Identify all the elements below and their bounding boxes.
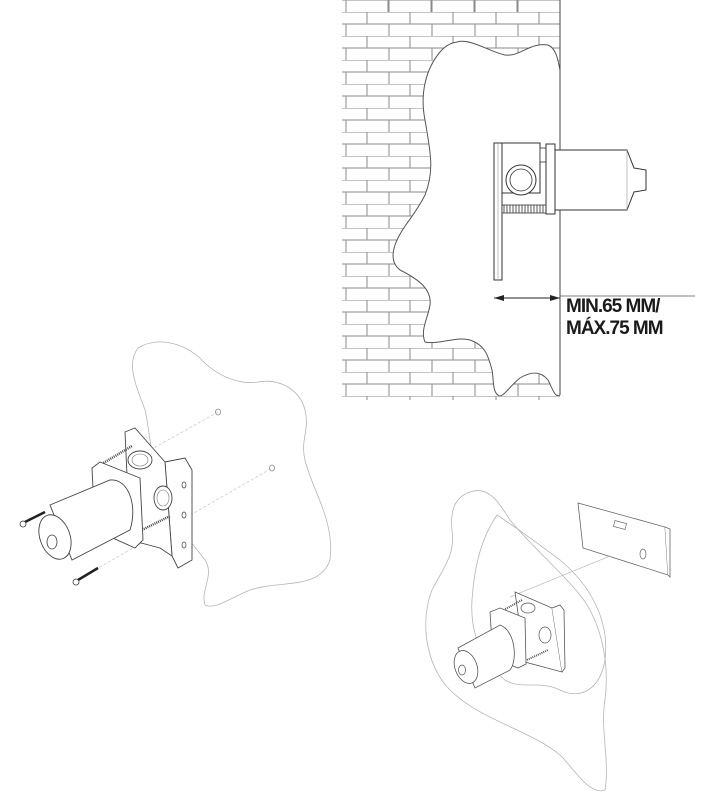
- leveling-panel: [400, 480, 701, 800]
- brick-wall-section-illustration: [342, 0, 695, 400]
- mounting-exploded-panel: [0, 330, 350, 620]
- dimension-label: MIN.65 MM/ MÁX.75 MM: [566, 296, 664, 340]
- dimension-max: MÁX.75 MM: [566, 318, 664, 339]
- valve-mounting-illustration: [19, 341, 332, 607]
- valve-leveling-illustration: [425, 490, 671, 792]
- side-section-panel: [340, 0, 701, 400]
- dimension-min: MIN.65 MM/: [566, 296, 660, 317]
